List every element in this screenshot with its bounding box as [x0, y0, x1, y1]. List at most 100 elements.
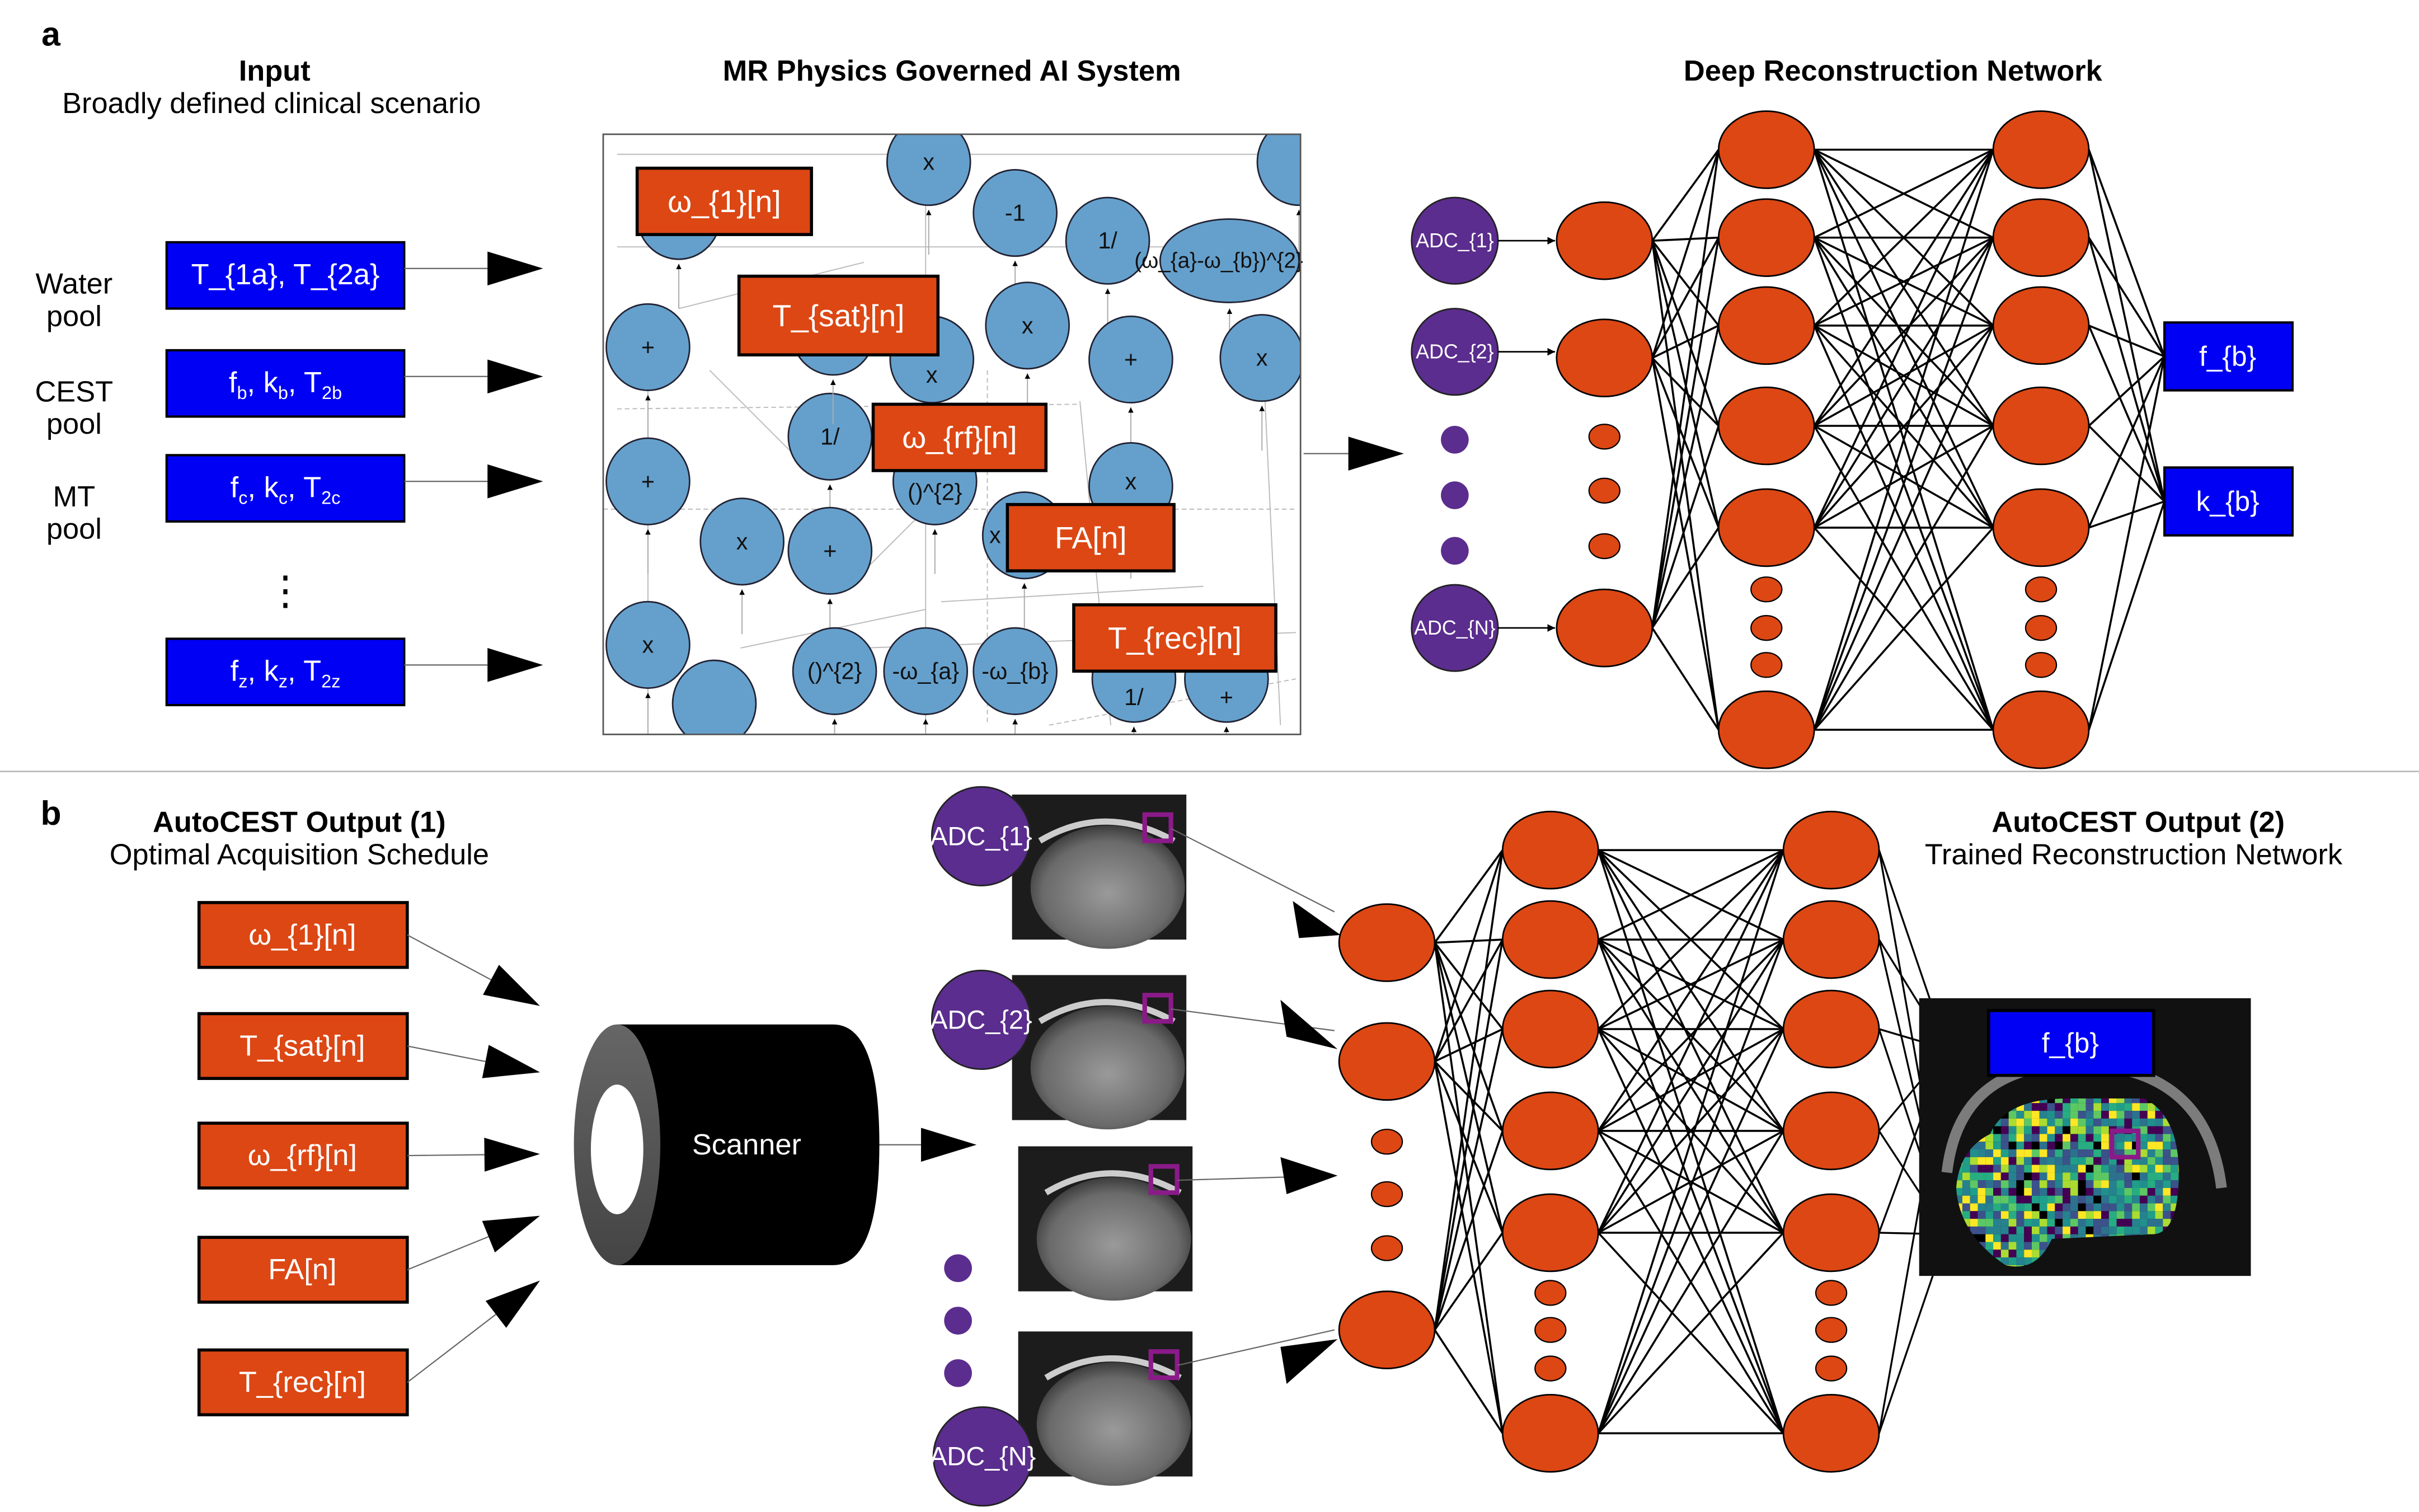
- neuron-2: [1992, 488, 2090, 567]
- graph-node: [973, 627, 1058, 715]
- neuron-1: [1501, 1193, 1599, 1272]
- neuron-1: [1717, 488, 1815, 567]
- neuron-0: [1338, 903, 1436, 982]
- graph-node-label: 1/: [1098, 228, 1117, 253]
- pool-params-text-1: fb, kb, T2b: [229, 367, 342, 403]
- pool-label-1-line2: pool: [46, 408, 102, 440]
- map-label: f_{b}: [2042, 1027, 2099, 1059]
- schedule-arrow-line: [407, 1313, 496, 1383]
- network-connection: [1598, 938, 1784, 1030]
- neuron-ellipsis-dot: [1750, 576, 1783, 603]
- schedule-label: T_{rec}[n]: [239, 1366, 366, 1398]
- neuron-ellipsis-dot: [1534, 1317, 1567, 1343]
- network-connection: [1597, 1232, 1784, 1434]
- graph-node: [792, 627, 877, 715]
- network-connection: [1814, 325, 1994, 427]
- output-connection: [2088, 237, 2166, 502]
- graph-node: [605, 303, 691, 391]
- graph-param-label: ω_{rf}[n]: [902, 420, 1017, 455]
- pool-params-text-3: fz, kz, T2z: [231, 655, 341, 691]
- graph-node: [605, 600, 691, 689]
- graph-param-box: [635, 166, 813, 236]
- graph-node-label: x: [642, 632, 654, 658]
- network-connection: [1651, 425, 1720, 628]
- output1-title: AutoCEST Output (1): [153, 806, 446, 839]
- pool-label-0-line2: pool: [46, 300, 102, 332]
- output2-subtitle: Trained Reconstruction Network: [1925, 838, 2343, 871]
- network-connection: [1434, 1130, 1504, 1331]
- neuron-ellipsis-dot: [1370, 1235, 1403, 1261]
- network-connection: [1434, 1329, 1504, 1434]
- graph-node-label: x: [923, 149, 934, 175]
- network-connection: [1597, 939, 1784, 1434]
- network-connection: [1597, 1130, 1784, 1434]
- map-label-box: [1987, 1009, 2155, 1077]
- roi-box: [1142, 812, 1173, 843]
- roi-box: [1142, 993, 1173, 1024]
- output-connection: [2088, 356, 2166, 528]
- roi-box: [1148, 1349, 1180, 1380]
- network-connection: [1597, 849, 1784, 1434]
- graph-title: MR Physics Governed AI System: [723, 55, 1181, 87]
- graph-node-label: -1: [1005, 200, 1026, 226]
- network-connection: [1598, 849, 1784, 941]
- scanner-bore: [590, 1084, 643, 1214]
- graph-frame: [602, 133, 1302, 735]
- scanner-body: [617, 1024, 880, 1265]
- output-connection: [2088, 356, 2166, 730]
- output-connection: [2088, 501, 2166, 730]
- network-connection: [1434, 1061, 1504, 1233]
- graph-node: [1219, 314, 1301, 402]
- neuron-1: [1501, 900, 1599, 979]
- pool-arrow-1-head: [487, 359, 543, 394]
- graph-param-label: T_{rec}[n]: [1108, 621, 1242, 655]
- adc-image-arrow: [1177, 1329, 1335, 1367]
- network-connection: [1813, 149, 1994, 426]
- neuron-2: [1992, 386, 2090, 466]
- network-input-arrow: [1280, 1157, 1338, 1194]
- schedule-label: FA[n]: [268, 1253, 336, 1286]
- adc-input-label: ADC_{N}: [1414, 617, 1495, 639]
- graph-node-label: +: [1220, 684, 1233, 710]
- graph-node-label: ()^{2}: [908, 480, 962, 505]
- network-connection: [1813, 325, 1994, 529]
- adc-input-label: ADC_{2}: [1416, 341, 1493, 363]
- pool-label-1: CEST: [35, 375, 113, 408]
- network-connection: [1651, 325, 1720, 628]
- graph-node-label: +: [641, 468, 655, 494]
- network-connection: [1651, 149, 1720, 242]
- pool-label-2: MT: [53, 481, 96, 513]
- graph-param-label: ω_{1}[n]: [668, 184, 781, 219]
- graph-edge: [709, 370, 803, 463]
- graph-node-label: x: [1125, 468, 1137, 494]
- graph-node-label: x: [926, 362, 938, 388]
- network-connection: [1597, 849, 1784, 1233]
- skull-arc: [1044, 1170, 1182, 1196]
- adc-input-node: [1411, 196, 1499, 285]
- output-connection: [2088, 325, 2165, 358]
- neuron-0: [1338, 1290, 1436, 1369]
- neuron-ellipsis-dot: [1588, 533, 1621, 560]
- schedule-arrow-head: [484, 1138, 540, 1172]
- pool-label-2-line2: pool: [46, 513, 102, 546]
- network-connection: [1434, 939, 1504, 1330]
- neuron-1: [1717, 286, 1815, 365]
- brain-slice: [1036, 1362, 1191, 1486]
- adc-label: ADC_{1}: [930, 821, 1032, 851]
- neuron-ellipsis-dot: [1370, 1129, 1403, 1155]
- adc-ellipsis-dot: [944, 1254, 972, 1283]
- network-connection: [1434, 849, 1504, 1330]
- output2-title: AutoCEST Output (2): [1991, 806, 2285, 839]
- pool-arrow-2-head: [487, 464, 543, 499]
- graph-node-label: x: [1256, 345, 1268, 371]
- network-connection: [1434, 939, 1504, 1062]
- graph-param-box: [1006, 503, 1176, 572]
- graph-node-label: -ω_{a}: [892, 658, 959, 684]
- schedule-label: ω_{rf}[n]: [248, 1139, 357, 1172]
- network-connection: [1813, 149, 1994, 730]
- graph-node: [985, 281, 1070, 370]
- schedule-box: [197, 901, 409, 969]
- network-connection: [1434, 942, 1504, 1030]
- neuron-ellipsis-dot: [1588, 477, 1621, 504]
- graph-node: [1256, 134, 1301, 206]
